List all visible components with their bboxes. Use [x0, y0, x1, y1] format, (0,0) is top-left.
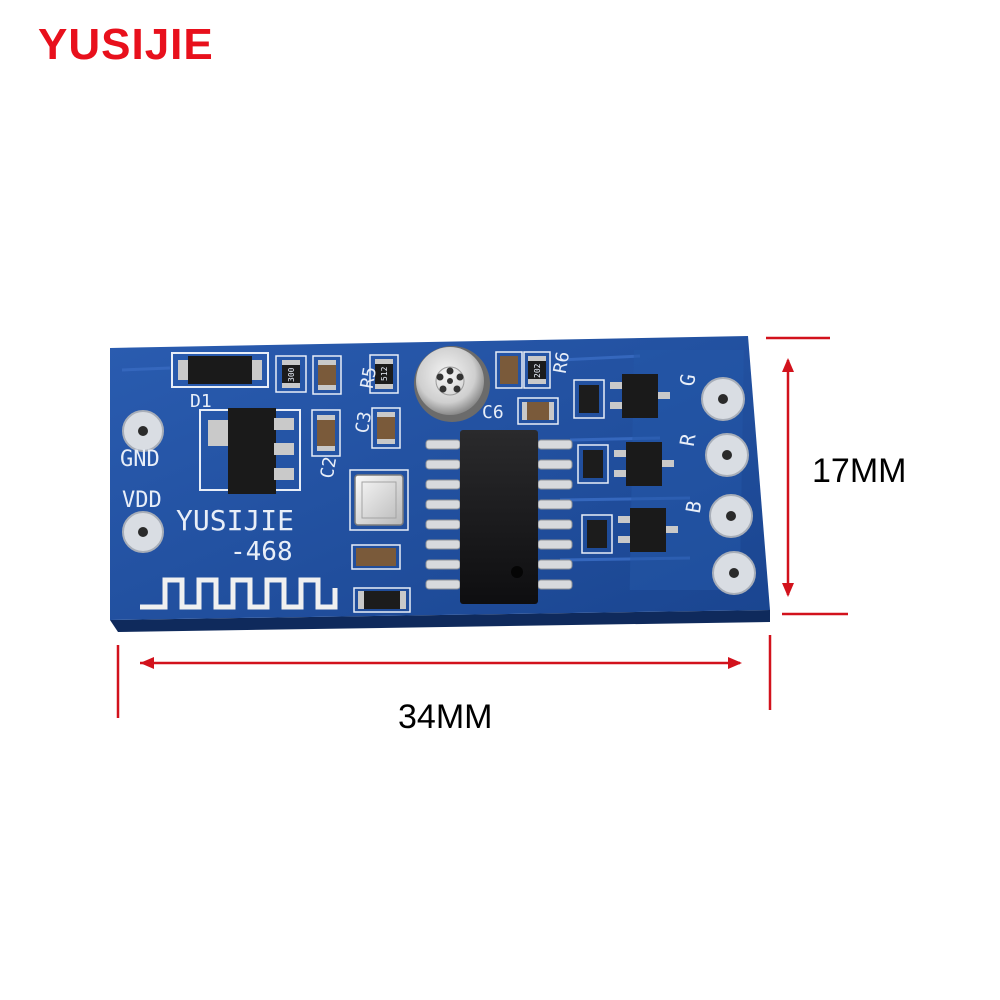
ic-pin-left	[425, 459, 461, 470]
label-c6: C6	[482, 402, 504, 423]
capacitor-c7	[353, 587, 411, 613]
transistor-g	[573, 374, 670, 419]
ic-pin-left	[425, 499, 461, 510]
label-g: G	[675, 372, 701, 388]
resistor-code-202: 202	[533, 363, 542, 378]
resistor-202	[523, 351, 551, 389]
ic-pin-right	[537, 439, 573, 450]
ic-pin-left	[425, 559, 461, 570]
silkscreen-labels: GND VDD YUSIJIE -468 D1 R5 R6 C2 C3 C6 G…	[120, 350, 707, 567]
label-c2: C2	[317, 455, 341, 480]
capacitor-c3	[371, 407, 401, 449]
ic-pin-right	[537, 479, 573, 490]
capacitor-c1	[312, 355, 342, 395]
ic-pin-left	[425, 579, 461, 590]
ic-pin-right	[537, 519, 573, 530]
pad-b	[709, 494, 753, 538]
label-model-name: YUSIJIE	[176, 504, 294, 537]
crystal-oscillator	[349, 469, 409, 531]
label-c3: C3	[352, 410, 376, 435]
ic-pin-right	[537, 559, 573, 570]
ic-pin-right	[537, 499, 573, 510]
main-ic-chip	[425, 430, 573, 604]
capacitor-c2	[311, 409, 341, 457]
microphone	[414, 346, 490, 422]
ic-pin-right	[537, 539, 573, 550]
label-gnd: GND	[120, 447, 160, 472]
width-dimension-label: 34MM	[398, 698, 493, 736]
brand-logo: YUSIJIE	[38, 20, 214, 69]
label-r6: R6	[550, 350, 574, 375]
pcb-antenna	[140, 577, 338, 610]
pad-r	[705, 433, 749, 477]
resistor-code-300: 300	[287, 367, 296, 382]
capacitor-c6	[517, 397, 559, 425]
voltage-regulator	[199, 408, 301, 494]
resistor-code-512: 512	[380, 366, 389, 381]
label-vdd: VDD	[122, 488, 162, 513]
capacitor-c4	[495, 351, 523, 389]
pad-gnd	[122, 410, 164, 452]
capacitor-c5	[351, 544, 401, 570]
label-r: R	[675, 431, 701, 448]
ic-pin-left	[425, 519, 461, 530]
pad-plus	[712, 551, 756, 595]
label-b: B	[681, 499, 707, 515]
ic-pin-right	[537, 459, 573, 470]
ic-pin-left	[425, 539, 461, 550]
resistor-512	[369, 354, 399, 394]
ic-pin-left	[425, 439, 461, 450]
pad-vdd	[122, 511, 164, 553]
pad-g	[701, 377, 745, 421]
label-model-number: -468	[230, 537, 293, 567]
ic-pin-right	[537, 579, 573, 590]
height-dimension-label: 17MM	[812, 452, 907, 490]
diode-d1	[171, 352, 269, 388]
dimension-lines	[116, 336, 848, 718]
label-d1: D1	[190, 391, 212, 412]
ic-pin-left	[425, 479, 461, 490]
resistor-300	[275, 355, 307, 393]
label-r5: R5	[357, 365, 381, 390]
transistor-b	[581, 508, 678, 554]
transistor-r	[577, 442, 674, 486]
